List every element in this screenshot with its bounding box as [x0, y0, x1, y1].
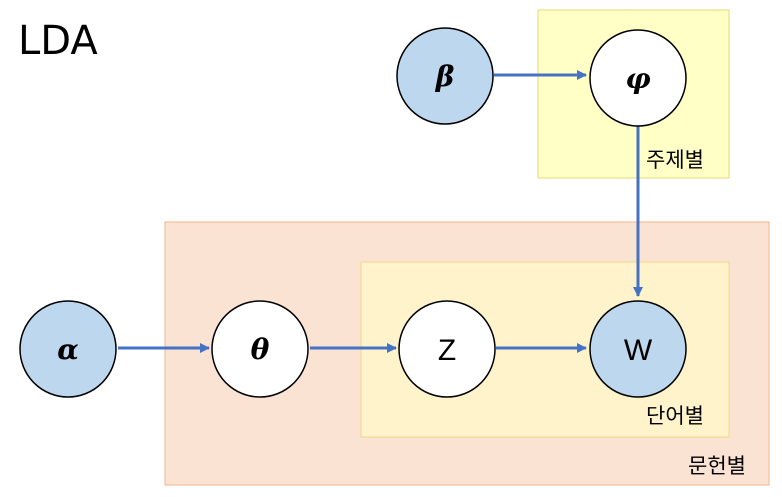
- node-beta-label: β: [435, 60, 455, 93]
- node-phi: φ: [589, 29, 687, 127]
- topic-plate-label: 주제별: [646, 148, 704, 172]
- node-w: W: [589, 300, 687, 398]
- document-plate-label: 문헌별: [688, 454, 746, 478]
- node-alpha-label: α: [57, 333, 79, 366]
- node-z: Z: [398, 300, 496, 398]
- node-phi-label: φ: [625, 62, 651, 95]
- word-plate-label: 단어별: [646, 404, 704, 428]
- node-beta: β: [396, 27, 494, 125]
- diagram-title: LDA: [18, 18, 98, 64]
- node-alpha: α: [19, 300, 117, 398]
- node-w-label: W: [624, 334, 653, 367]
- node-theta-label: θ: [251, 333, 270, 366]
- node-theta: θ: [211, 300, 309, 398]
- node-z-label: Z: [438, 334, 456, 367]
